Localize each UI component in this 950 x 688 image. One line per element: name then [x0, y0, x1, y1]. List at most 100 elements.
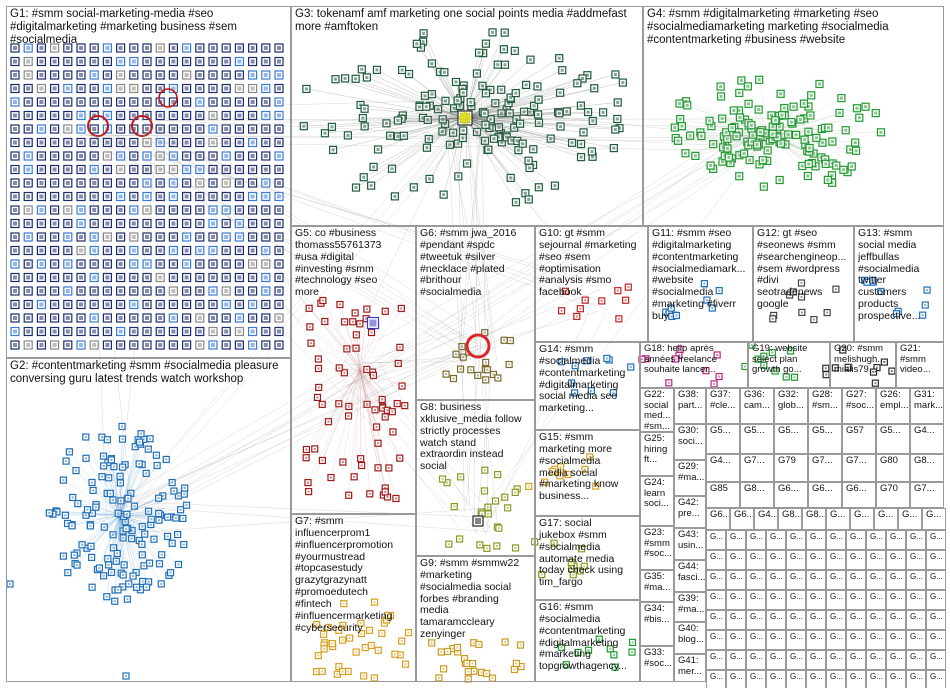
tiny-group-box: G... — [786, 630, 806, 650]
group-box-g24: G24: learn soci... — [640, 476, 674, 526]
tiny-group-label: G... — [810, 652, 823, 661]
tiny-group-box: G... — [746, 570, 766, 590]
tiny-group-label: G... — [710, 632, 723, 641]
tiny-group-box: G... — [886, 630, 906, 650]
group-box-g9: G9: #smm #smmw22 #marketing #socialmedia… — [416, 556, 535, 682]
group-box-g26: G26: empl... — [876, 388, 910, 424]
group-label-g4: G4: #smm #digitalmarketing #marketing #s… — [647, 8, 941, 47]
group-box-g29: G29: #ma... — [674, 460, 706, 496]
tiny-group-label: G... — [930, 572, 943, 581]
tiny-group-box: G... — [706, 610, 726, 630]
tiny-group-label: G... — [850, 672, 863, 681]
tiny-group-box: G... — [786, 530, 806, 550]
group-box-g32: G32: glob... — [774, 388, 808, 424]
group-box-g38: G38: part... — [674, 388, 706, 424]
tiny-group-box: G... — [706, 530, 726, 550]
tiny-group-label: G... — [730, 672, 743, 681]
tiny-group-box: G6... — [774, 482, 808, 508]
tiny-group-label: G... — [870, 652, 883, 661]
tiny-group-box: G7... — [808, 454, 842, 482]
tiny-group-label: G... — [910, 612, 923, 621]
tiny-group-box: G... — [826, 570, 846, 590]
tiny-group-label: G... — [790, 532, 803, 541]
group-label-g5: G5: co #business thomass55761373 #usa #d… — [295, 228, 413, 299]
tiny-group-label: G80 — [880, 456, 907, 467]
tiny-group-label: G... — [770, 532, 783, 541]
tiny-group-label: G... — [750, 652, 763, 661]
tiny-group-box: G... — [826, 670, 846, 688]
tiny-group-label: G... — [850, 532, 863, 541]
group-box-g17: G17: social jukebox #smm #socialmedia au… — [535, 516, 640, 600]
group-label-g43: G43: usin... — [678, 530, 703, 551]
group-label-g27: G27: #soc... — [846, 390, 873, 411]
tiny-group-box: G... — [846, 530, 866, 550]
tiny-group-box: G... — [746, 610, 766, 630]
tiny-group-box: G... — [826, 610, 846, 630]
tiny-group-box: G4... — [910, 424, 944, 454]
tiny-group-box: G... — [926, 650, 946, 670]
tiny-group-box: G... — [874, 508, 898, 530]
tiny-group-label: G... — [890, 652, 903, 661]
tiny-group-label: G70 — [880, 484, 907, 495]
tiny-group-box: G... — [706, 570, 726, 590]
tiny-group-label: G4... — [758, 510, 775, 521]
tiny-group-label: G... — [810, 552, 823, 561]
group-label-g20: G20: #smm melishugh... mialis79... — [834, 344, 893, 376]
group-label-g11: G11: #smm #seo #digitalmarketing #conten… — [652, 228, 750, 323]
tiny-group-box: G... — [806, 530, 826, 550]
tiny-group-box: G... — [806, 570, 826, 590]
group-label-g29: G29: #ma... — [678, 462, 703, 483]
tiny-group-label: G7... — [812, 456, 839, 467]
tiny-group-label: G... — [870, 572, 883, 581]
group-label-g16: G16: #smm #socialmedia #contentmarketing… — [539, 602, 637, 673]
tiny-group-label: G... — [710, 672, 723, 681]
tiny-group-box: G... — [706, 650, 726, 670]
tiny-group-label: G... — [810, 672, 823, 681]
tiny-group-label: G... — [730, 552, 743, 561]
tiny-group-box: G5... — [740, 424, 774, 454]
tiny-group-label: G... — [790, 572, 803, 581]
tiny-group-label: G... — [770, 632, 783, 641]
tiny-group-box: G... — [926, 570, 946, 590]
tiny-group-box: G... — [806, 650, 826, 670]
tiny-group-label: G... — [930, 612, 943, 621]
group-box-g18: G18: hello après années freelance souhai… — [640, 342, 748, 388]
tiny-group-label: G... — [770, 592, 783, 601]
group-label-g41: G41: mer... — [678, 656, 703, 677]
group-label-g21: G21: #smm video... — [900, 344, 941, 376]
group-box-g27: G27: #soc... — [842, 388, 876, 424]
tiny-group-box: G... — [766, 590, 786, 610]
tiny-group-box: G... — [766, 670, 786, 688]
tiny-group-label: G... — [830, 612, 843, 621]
tiny-group-label: G... — [870, 532, 883, 541]
group-box-g30: G30: soci... — [674, 424, 706, 460]
tiny-group-label: G... — [790, 672, 803, 681]
group-box-g6: G6: #smm jwa_2016 #pendant #spdc #tweetu… — [416, 226, 535, 400]
group-label-g22: G22: social med... #sm... — [644, 390, 671, 432]
tiny-group-box: G6... — [842, 482, 876, 508]
group-label-g14: G14: #smm #socialmedia #contentmarketing… — [539, 344, 637, 415]
group-box-g39: G39: #ma... — [674, 592, 706, 622]
tiny-group-label: G... — [910, 592, 923, 601]
group-box-g23: G23: #smm #soc... — [640, 526, 674, 570]
tiny-group-box: G... — [806, 590, 826, 610]
tiny-group-label: G... — [750, 552, 763, 561]
tiny-group-box: G80 — [876, 454, 910, 482]
group-box-g25: G25: hiring ft... — [640, 432, 674, 476]
tiny-group-box: G... — [886, 590, 906, 610]
tiny-group-box: G... — [866, 630, 886, 650]
tiny-group-label: G5... — [744, 426, 771, 437]
tiny-group-label: G... — [730, 592, 743, 601]
group-label-g26: G26: empl... — [880, 390, 907, 411]
tiny-group-label: G... — [830, 592, 843, 601]
tiny-group-label: G7... — [914, 484, 941, 495]
tiny-group-box: G... — [706, 590, 726, 610]
tiny-group-box: G... — [906, 670, 926, 688]
tiny-group-label: G... — [710, 572, 723, 581]
tiny-group-box: G... — [846, 570, 866, 590]
tiny-group-box: G... — [726, 570, 746, 590]
tiny-group-label: G... — [710, 652, 723, 661]
tiny-group-label: G... — [890, 552, 903, 561]
tiny-group-box: G70 — [876, 482, 910, 508]
tiny-group-label: G... — [830, 672, 843, 681]
